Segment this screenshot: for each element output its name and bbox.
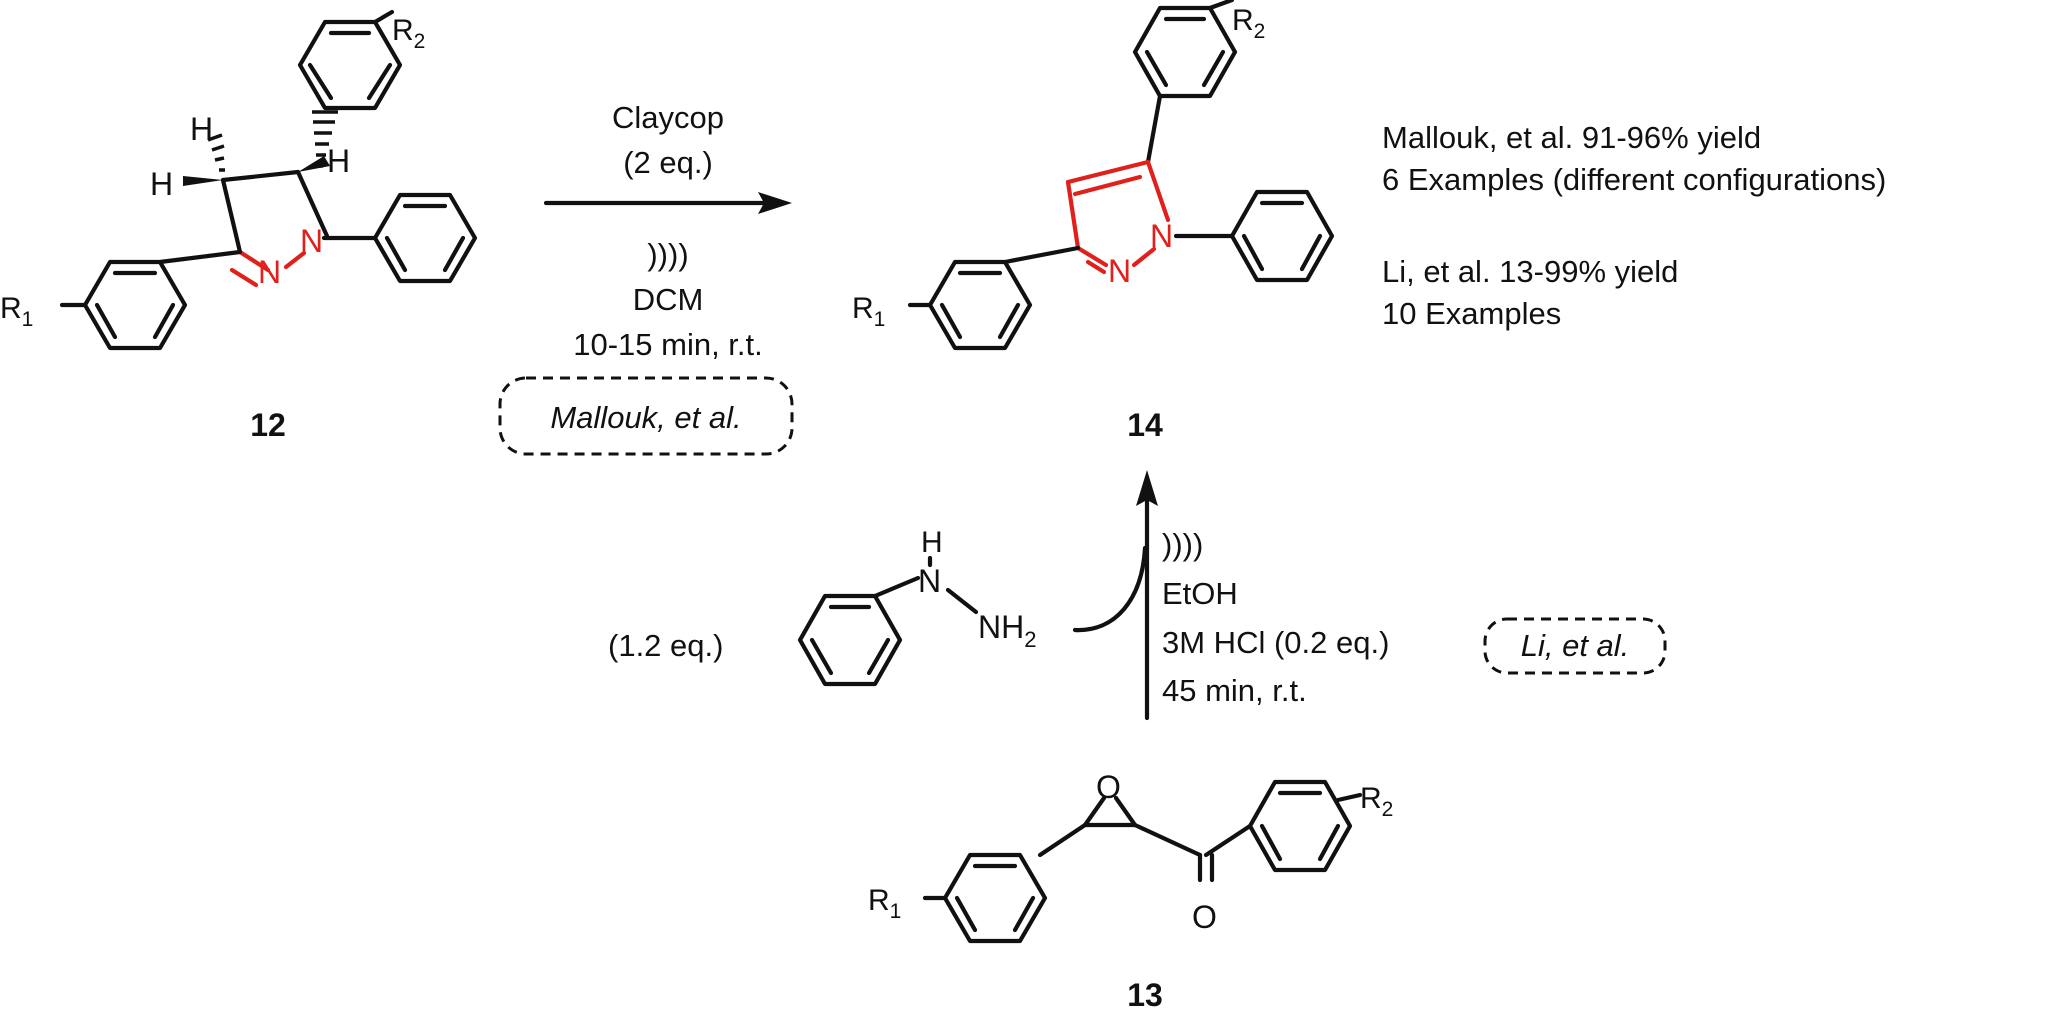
result-mallouk-examples: 6 Examples (different configurations) xyxy=(1382,162,1886,197)
result-mallouk-yield: Mallouk, et al. 91-96% yield xyxy=(1382,120,1761,155)
compound-12-structure: R2 H H H N N xyxy=(0,9,478,351)
reagent-incoming-curve xyxy=(1072,545,1148,633)
reagent-claycop: Claycop xyxy=(612,100,724,135)
result-li-examples: 10 Examples xyxy=(1382,296,1561,331)
compound-12-h5: H xyxy=(327,143,350,179)
compound-14-n-phenyl xyxy=(1229,189,1335,283)
compound-12-r1-phenyl xyxy=(82,259,188,351)
reference-mallouk: Mallouk, et al. xyxy=(550,400,741,435)
compound-14-r2-label: R2 xyxy=(1232,4,1265,43)
compound-12-n-phenyl xyxy=(372,192,478,284)
compound-12-r1-label: R1 xyxy=(0,292,33,331)
compound-13-r1-label: R1 xyxy=(868,884,901,923)
compound-14-structure: R2 N N R1 xyxy=(852,0,1335,351)
compound-13-structure: O R1 O R2 xyxy=(868,769,1393,944)
reference-box-mallouk xyxy=(498,376,794,456)
phenylhydrazine-phenyl xyxy=(797,593,903,687)
compound-13-label: 13 xyxy=(1127,977,1163,1013)
compound-13-r2-label: R2 xyxy=(1360,782,1393,821)
solvent-dcm: DCM xyxy=(633,282,704,317)
ultrasound-symbol-top: )))) xyxy=(647,237,688,272)
compound-13-r2-phenyl xyxy=(1247,779,1353,873)
compound-14-r1-label: R1 xyxy=(852,292,885,331)
reaction-arrow-bottom xyxy=(1136,470,1158,721)
compound-12-h4a: H xyxy=(150,166,173,202)
compound-14-r1-phenyl xyxy=(927,259,1033,351)
compound-12-label: 12 xyxy=(250,407,286,443)
compound-14-n1: N xyxy=(1150,218,1173,254)
compound-14-n2: N xyxy=(1108,253,1131,289)
result-li-yield: Li, et al. 13-99% yield xyxy=(1382,254,1678,289)
reaction-arrow-top xyxy=(543,192,792,214)
hydrazine-nh2: NH2 xyxy=(978,609,1036,652)
conditions-top: 10-15 min, r.t. xyxy=(573,327,763,362)
compound-12-h4b: H xyxy=(190,111,213,147)
compound-13-r1-phenyl xyxy=(942,852,1048,944)
reference-li: Li, et al. xyxy=(1521,628,1630,663)
hydrazine-nh-n: N xyxy=(918,563,941,599)
phenylhydrazine-structure: N H NH2 xyxy=(797,526,1036,687)
hydrazine-equivalents: (1.2 eq.) xyxy=(608,628,723,663)
acid-hcl: 3M HCl (0.2 eq.) xyxy=(1162,625,1389,660)
compound-13-carbonyl-o: O xyxy=(1192,899,1217,935)
conditions-bottom: 45 min, r.t. xyxy=(1162,673,1307,708)
reference-box-li xyxy=(1483,617,1667,675)
compound-13-epoxide-o: O xyxy=(1096,769,1121,805)
compound-14-label: 14 xyxy=(1127,407,1163,443)
reagent-equivalents: (2 eq.) xyxy=(623,145,713,180)
compound-12-n2: N xyxy=(258,254,281,290)
compound-12-r2-label: R2 xyxy=(392,14,425,53)
ultrasound-symbol-bottom: )))) xyxy=(1162,527,1203,562)
compound-14-top-phenyl xyxy=(1132,5,1238,99)
solvent-etoh: EtOH xyxy=(1162,576,1238,611)
hydrazine-nh-h: H xyxy=(921,526,943,559)
compound-12-n1: N xyxy=(300,223,323,259)
